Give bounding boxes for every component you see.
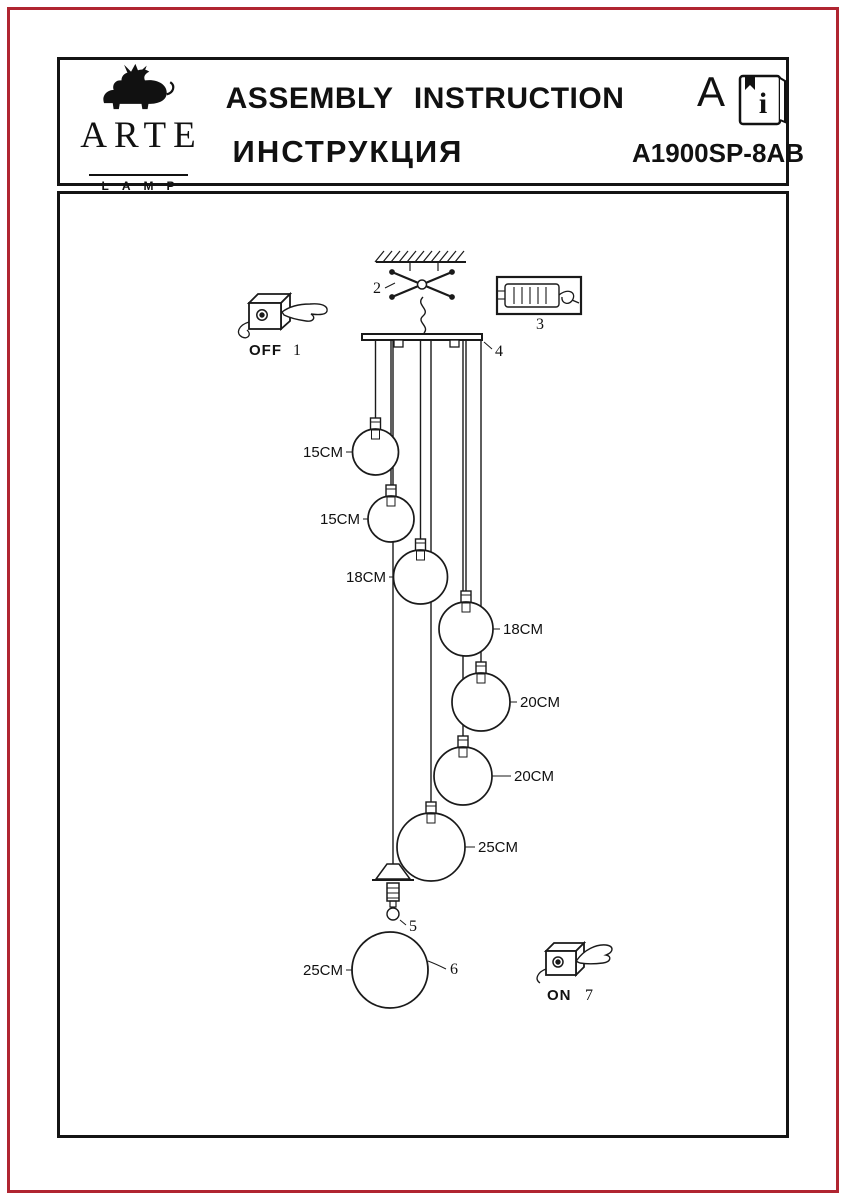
bulb-icon bbox=[386, 907, 400, 921]
sphere-size-label-4: 20CM bbox=[520, 694, 560, 711]
mounting-bracket-icon bbox=[384, 269, 455, 300]
on-switch-icon bbox=[536, 940, 613, 984]
sphere-size-label-1: 15CM bbox=[320, 511, 360, 528]
sphere-size-label-6: 25CM bbox=[478, 839, 518, 856]
step-2-label: 2 bbox=[373, 280, 381, 297]
off-label: OFF bbox=[249, 342, 282, 359]
model-number: A1900SP-8AB bbox=[632, 138, 804, 168]
section-letter: A bbox=[697, 68, 726, 115]
info-letter: i bbox=[759, 87, 767, 120]
pendant-cords bbox=[374, 340, 482, 866]
header: ARTE LAMP ASSEMBLY INSTRUCTION ИНСТРУКЦИ… bbox=[57, 57, 804, 193]
brand-subtitle: LAMP bbox=[88, 174, 188, 193]
sphere-size-label-5: 20CM bbox=[514, 768, 554, 785]
pendant-sphere-5 bbox=[433, 735, 511, 806]
brand-name: ARTE bbox=[80, 115, 203, 156]
lamp-socket-icon bbox=[372, 863, 414, 926]
winged-lion-icon bbox=[103, 63, 175, 110]
step-6-label: 6 bbox=[450, 961, 458, 978]
ceiling-icon bbox=[374, 250, 466, 271]
step-1-label: 1 bbox=[293, 342, 301, 359]
arte-lamp-logo: ARTE LAMP bbox=[62, 63, 214, 195]
pendant-sphere-7 bbox=[346, 931, 447, 1009]
pendant-sphere-1 bbox=[363, 484, 415, 543]
step-4-label: 4 bbox=[495, 343, 503, 360]
hand-icon bbox=[575, 944, 613, 965]
pendant-sphere-6 bbox=[396, 801, 475, 882]
step-3-label: 3 bbox=[536, 316, 544, 333]
sphere-size-label-2: 18CM bbox=[346, 569, 386, 586]
on-label: ON bbox=[547, 987, 572, 1004]
pendant-sphere-3 bbox=[438, 590, 500, 657]
manual-book-icon: i bbox=[738, 74, 786, 126]
hand-icon bbox=[281, 303, 328, 322]
sphere-size-label-0: 15CM bbox=[303, 444, 343, 461]
page-frame bbox=[7, 7, 839, 1193]
pendant-sphere-4 bbox=[451, 661, 517, 732]
terminal-block-icon bbox=[495, 275, 583, 316]
step-5-label: 5 bbox=[409, 918, 417, 935]
mains-wire-icon bbox=[420, 296, 427, 334]
ceiling-plate-icon bbox=[361, 333, 493, 350]
sphere-size-label-7: 25CM bbox=[303, 962, 343, 979]
pendant-sphere-0 bbox=[346, 417, 400, 476]
pendant-sphere-2 bbox=[389, 538, 449, 605]
off-switch-icon bbox=[237, 291, 328, 339]
sphere-size-label-3: 18CM bbox=[503, 621, 543, 638]
step-7-label: 7 bbox=[585, 987, 593, 1004]
title-russian: ИНСТРУКЦИЯ bbox=[232, 134, 464, 169]
title-english: ASSEMBLY INSTRUCTION bbox=[225, 82, 625, 115]
